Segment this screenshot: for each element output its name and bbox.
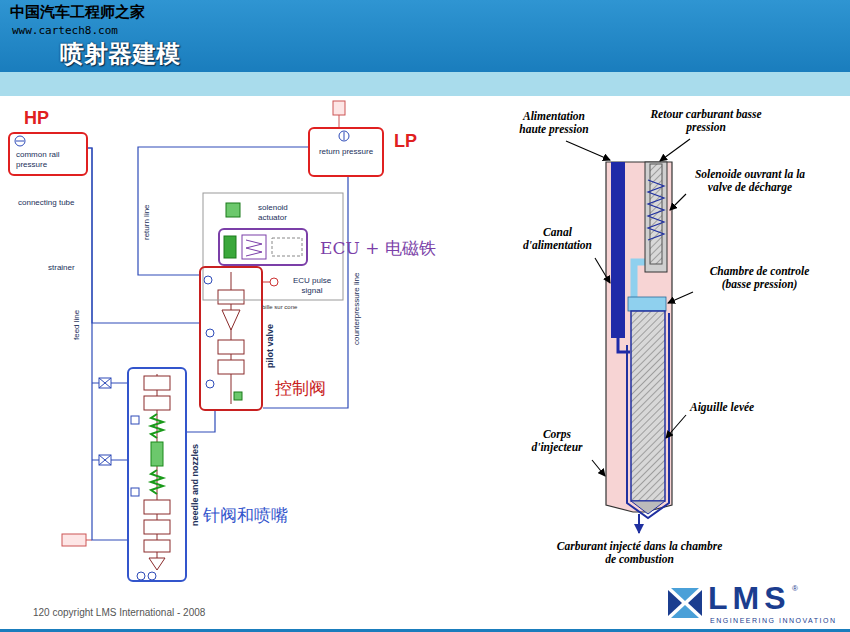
logo-mark: ® [792, 584, 798, 593]
pipe-line [88, 148, 199, 323]
logo-text: LMS [708, 582, 791, 614]
component-name: solenoid actuator [258, 203, 298, 223]
line-name: return line [142, 204, 152, 240]
slide-title: 喷射器建模 [60, 40, 180, 68]
pipe-line [187, 411, 215, 432]
part-label: Carburant injecté dans la chambre de com… [552, 540, 727, 566]
watermark-url: www.cartech8.com [12, 24, 118, 37]
part-label: Aiguille levée [690, 401, 754, 414]
node-heading: LP [394, 131, 417, 151]
part-label: Alimentation haute pression [510, 110, 598, 136]
node-text: common rail pressure [16, 150, 82, 170]
pressure-source-box: HPcommon rail pressure [8, 132, 88, 176]
signal-name: ECU pulse signal [288, 276, 336, 296]
footer-line [0, 629, 850, 632]
node-heading: HP [24, 108, 49, 128]
pressure-sink-box: LPreturn pressure [308, 127, 384, 177]
node-heading: 控制阀 [275, 378, 326, 398]
part-label: Chambre de controle (basse pression) [697, 265, 822, 291]
component-name: strainer [48, 263, 75, 273]
part-label: Retour carburant basse pression [650, 108, 762, 134]
part-label: Corps d'injecteur [517, 428, 597, 454]
part-label: Solenoide ouvrant la la valve de décharg… [690, 168, 810, 194]
leader-lines [566, 139, 693, 476]
logo-tagline: ENGINEERING INNOVATION [710, 617, 836, 625]
component-name: needle and nozzles [190, 444, 201, 526]
part-label: Canal d'alimentation [515, 226, 600, 252]
line-name: feed line [72, 310, 82, 340]
watermark: 中国汽车工程师之家 [10, 3, 145, 21]
node-heading: ECU + 电磁铁 [320, 238, 436, 258]
lms-logo-icon [668, 588, 702, 618]
injector-cross-section [606, 162, 672, 533]
node-text: return pressure [314, 147, 378, 157]
header-band [0, 72, 850, 96]
solenoid-group-box: ECU + 电磁铁 [218, 228, 308, 266]
component-note: bille sur cone [262, 304, 297, 311]
schematic-symbols [15, 101, 349, 580]
needle-nozzle-box: 针阀和喷嘴 [127, 367, 187, 582]
line-name: counterpressure line [352, 273, 362, 345]
pipe-line [138, 147, 308, 275]
copyright-note: 120 copyright LMS International - 2008 [33, 607, 205, 619]
control-valve-box: 控制阀 [199, 266, 263, 411]
component-name: pilot valve [265, 324, 276, 368]
pipe-line [88, 148, 127, 540]
node-heading: 针阀和喷嘴 [203, 505, 288, 525]
line-name: connecting tube [18, 198, 75, 208]
